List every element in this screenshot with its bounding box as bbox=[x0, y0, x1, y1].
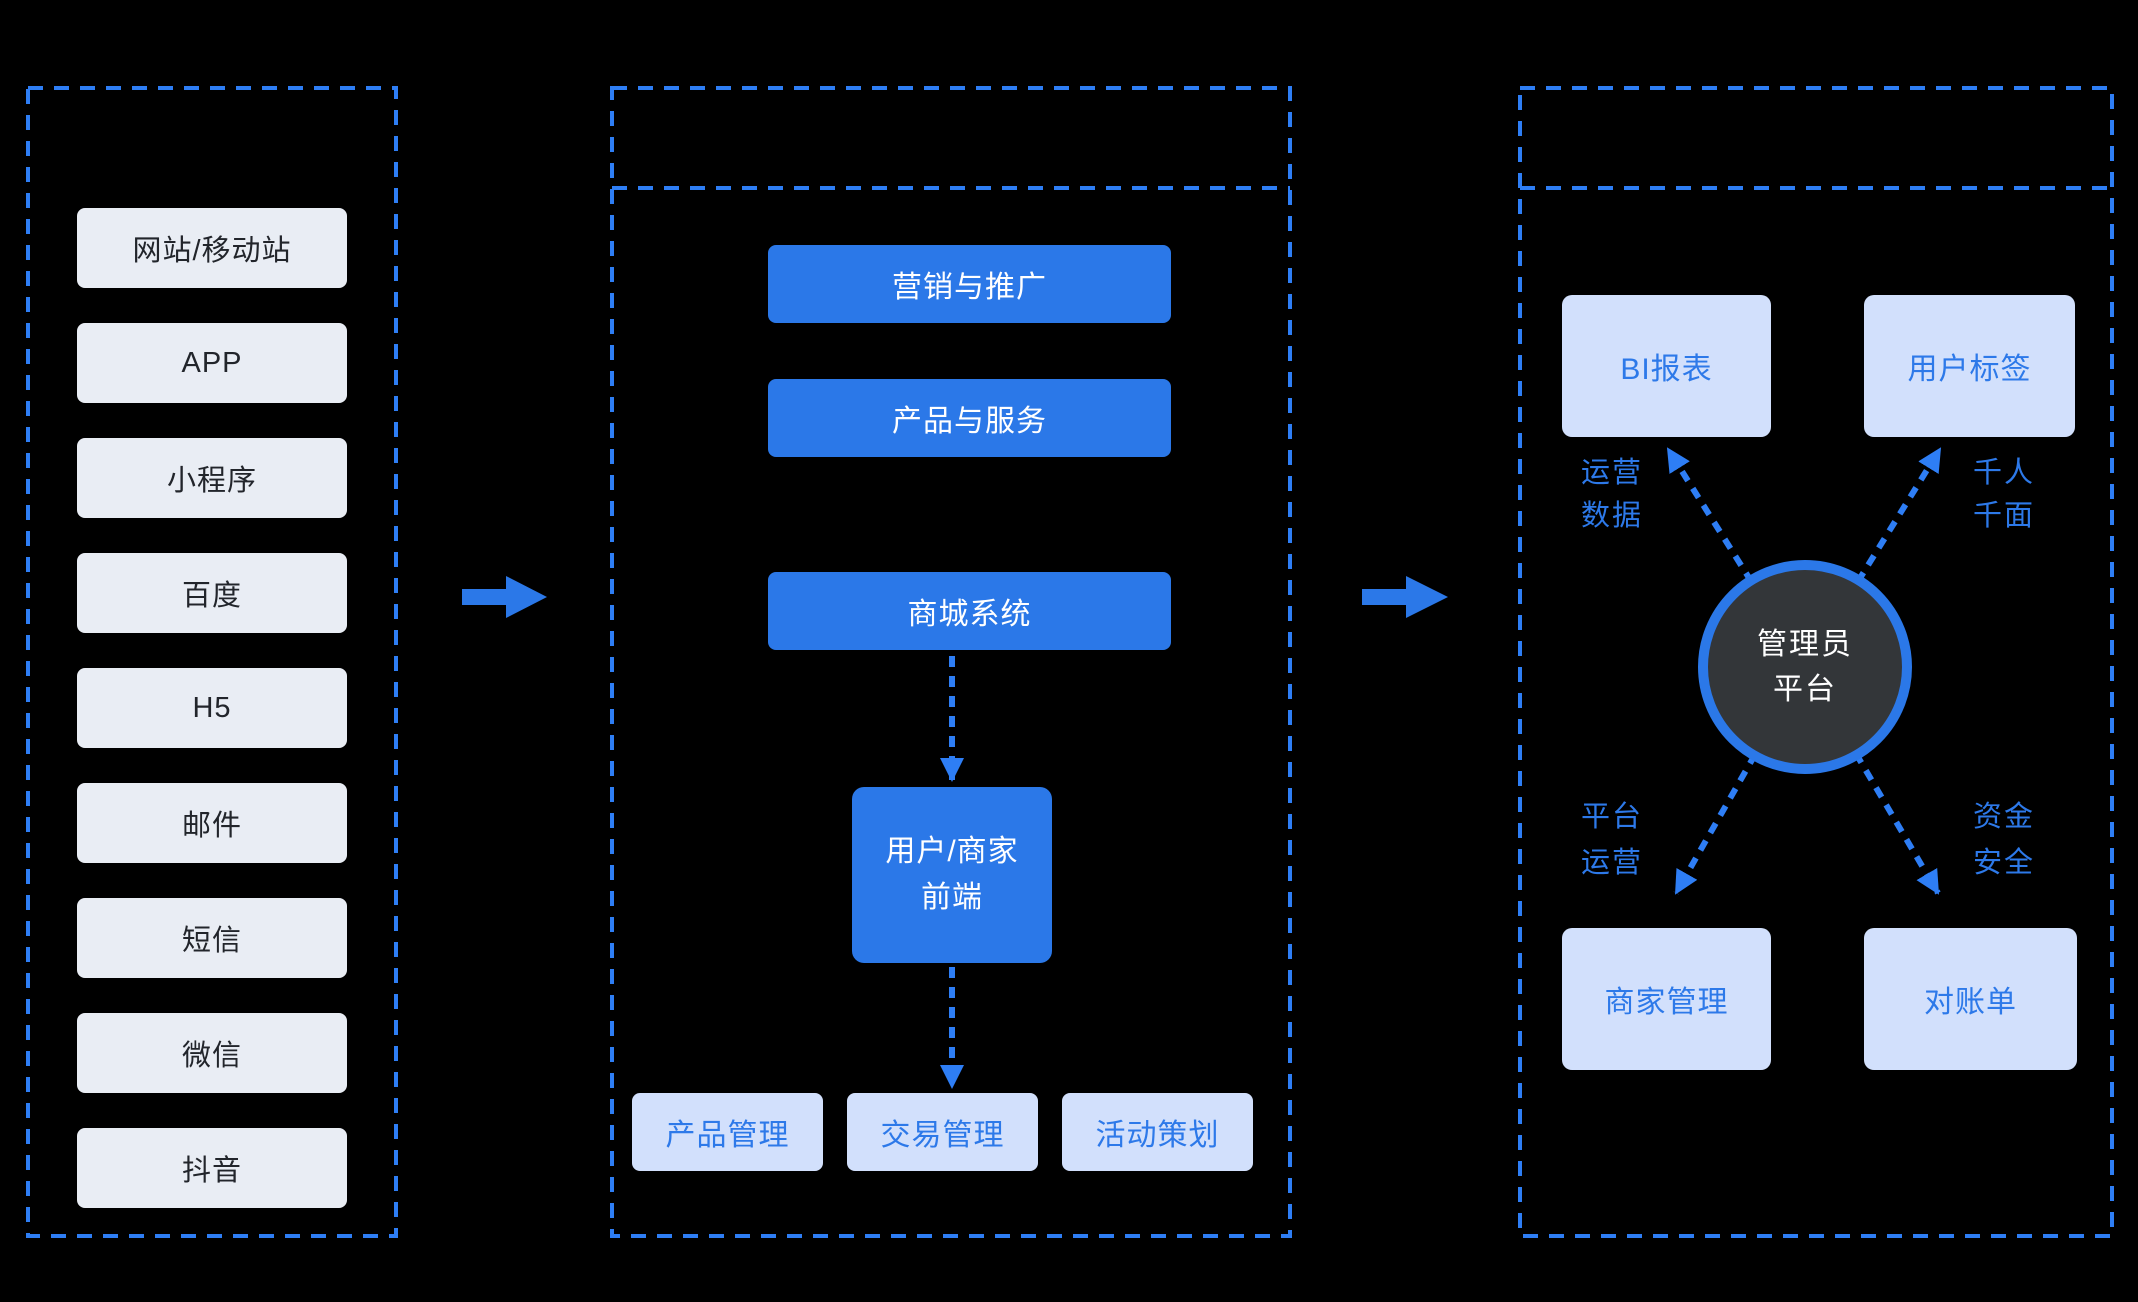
module-box-trade-mgmt: 交易管理 bbox=[847, 1093, 1038, 1171]
platform-box-marketing: 营销与推广 bbox=[768, 245, 1171, 323]
channel-box: 邮件 bbox=[77, 783, 347, 863]
admin-box-statement: 对账单 bbox=[1864, 928, 2077, 1070]
module-box-product-mgmt: 产品管理 bbox=[632, 1093, 823, 1171]
arrow-right-icon bbox=[1362, 576, 1448, 618]
label-operation-data: 运营 数据 bbox=[1580, 457, 1643, 532]
label-personalization: 千人 千面 bbox=[1972, 457, 2035, 532]
channel-box: APP bbox=[77, 323, 347, 403]
label-platform-operation: 平台 运营 bbox=[1580, 801, 1643, 879]
label-fund-security: 资金 安全 bbox=[1972, 801, 2035, 879]
platform-box-products: 产品与服务 bbox=[768, 379, 1171, 457]
channel-box: 百度 bbox=[77, 553, 347, 633]
channel-box: 抖音 bbox=[77, 1128, 347, 1208]
left-panel-border bbox=[26, 86, 398, 1238]
channel-box: 小程序 bbox=[77, 438, 347, 518]
admin-box-merchant-mgmt: 商家管理 bbox=[1562, 928, 1771, 1070]
admin-platform-circle bbox=[1698, 560, 1912, 774]
admin-box-bi-report: BI报表 bbox=[1562, 295, 1771, 437]
right-panel-border bbox=[1518, 86, 2114, 1238]
admin-platform-circle-label: 管理员 平台 bbox=[1757, 628, 1853, 706]
channel-box: 网站/移动站 bbox=[77, 208, 347, 288]
module-box-activity-planning: 活动策划 bbox=[1062, 1093, 1253, 1171]
middle-panel-border bbox=[610, 86, 1292, 1238]
channel-box: H5 bbox=[77, 668, 347, 748]
admin-box-user-tags: 用户标签 bbox=[1864, 295, 2075, 437]
channel-box: 短信 bbox=[77, 898, 347, 978]
channel-box: 微信 bbox=[77, 1013, 347, 1093]
arrow-right-icon bbox=[462, 576, 547, 618]
platform-box-mall-system: 商城系统 bbox=[768, 572, 1171, 650]
frontend-box: 用户/商家 前端 bbox=[852, 787, 1052, 963]
